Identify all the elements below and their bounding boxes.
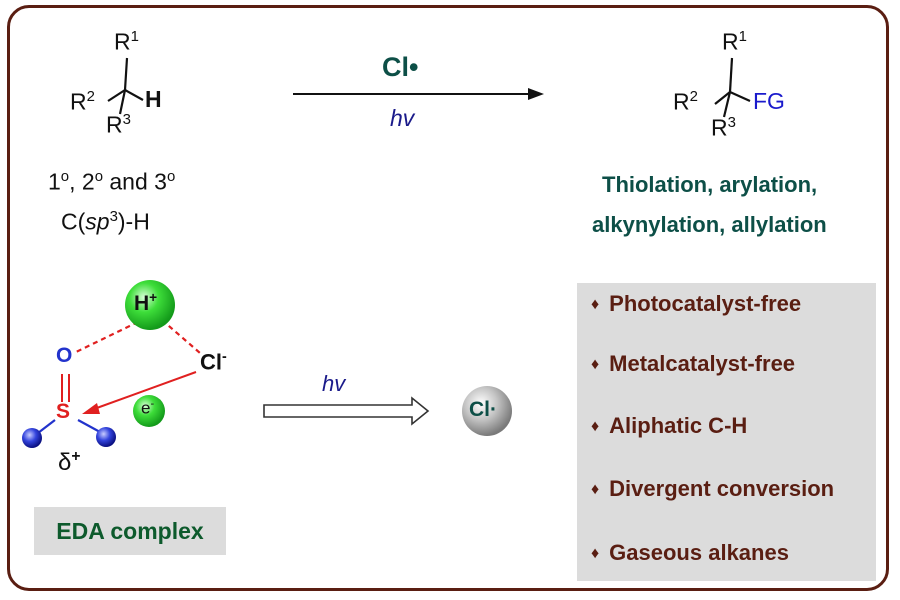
reaction-arrow bbox=[293, 88, 544, 100]
chloride-label: Cl- bbox=[200, 349, 227, 375]
diamond-bullet-icon: ♦ bbox=[591, 418, 600, 435]
product-r1: R1 bbox=[722, 28, 747, 55]
substrate-h: H bbox=[145, 86, 162, 112]
eda-interactions bbox=[37, 319, 201, 434]
oxygen-label: O bbox=[56, 344, 73, 367]
product-fg: FG bbox=[753, 88, 785, 114]
features-panel: ♦Photocatalyst-free ♦Metalcatalyst-free … bbox=[577, 283, 876, 581]
substrate-r3: R3 bbox=[106, 111, 131, 138]
feature-item: ♦Aliphatic C-H bbox=[591, 413, 748, 438]
product-scope-line2: alkynylation, allylation bbox=[592, 212, 827, 237]
condition-label: hv bbox=[390, 105, 415, 131]
eda-complex-label: EDA complex bbox=[56, 517, 204, 544]
methyl-right-sphere bbox=[96, 427, 116, 447]
chlorine-radical-label: Cl· bbox=[469, 398, 497, 421]
delta-plus-label: δ+ bbox=[58, 448, 81, 476]
electron-sphere bbox=[133, 395, 165, 427]
diamond-bullet-icon: ♦ bbox=[591, 481, 600, 498]
chlorine-radical-sphere bbox=[462, 386, 512, 436]
proton-sphere bbox=[125, 280, 175, 330]
product-r2: R2 bbox=[673, 88, 698, 115]
diamond-bullet-icon: ♦ bbox=[591, 356, 600, 373]
diamond-bullet-icon: ♦ bbox=[591, 296, 600, 313]
substrate-r1: R1 bbox=[114, 28, 139, 55]
diamond-bullet-icon: ♦ bbox=[591, 545, 600, 562]
substrate-bond-type: C(sp3)-H bbox=[61, 208, 150, 235]
proton-label: H+ bbox=[134, 290, 158, 315]
light-condition-label: hv bbox=[322, 371, 346, 396]
feature-item: ♦Metalcatalyst-free bbox=[591, 351, 796, 376]
eda-complex-badge: EDA complex bbox=[34, 507, 226, 555]
scheme-frame bbox=[7, 5, 889, 591]
light-arrow bbox=[263, 396, 430, 426]
electron-label: e- bbox=[141, 398, 155, 418]
product-bonds bbox=[714, 57, 751, 118]
sulfur-label: S bbox=[56, 400, 71, 423]
substrate-r2: R2 bbox=[70, 88, 95, 115]
substrate-bonds bbox=[107, 57, 144, 115]
eda-atoms bbox=[22, 280, 512, 448]
substrate-classes: 1o, 2o and 3o bbox=[48, 168, 176, 195]
product-r3: R3 bbox=[711, 114, 736, 141]
feature-item: ♦Gaseous alkanes bbox=[591, 540, 789, 565]
reagent-label: Cl• bbox=[382, 52, 419, 82]
feature-item: ♦Divergent conversion bbox=[591, 476, 835, 501]
feature-item: ♦Photocatalyst-free bbox=[591, 291, 802, 316]
methyl-left-sphere bbox=[22, 428, 42, 448]
product-scope-line1: Thiolation, arylation, bbox=[602, 172, 818, 197]
